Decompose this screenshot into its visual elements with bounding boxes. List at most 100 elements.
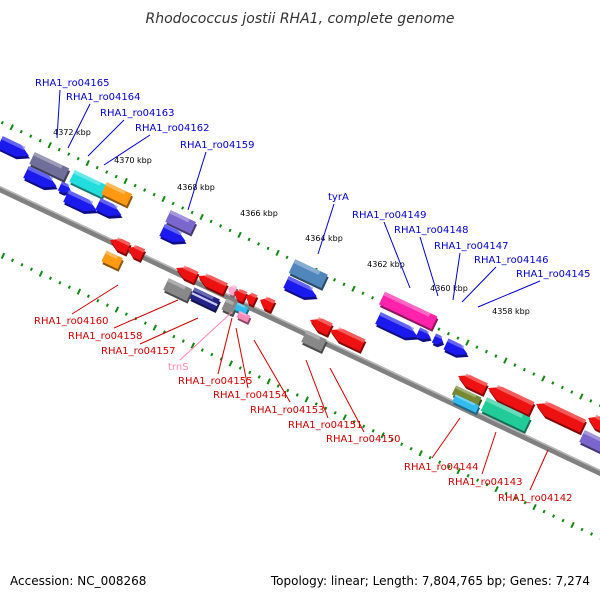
ruler-tick [390,437,394,442]
gene-arrow-body [0,136,29,157]
gene-label[interactable]: RHA1_ro04154 [213,390,288,401]
gene-arrow[interactable] [431,333,447,349]
gene-arrow[interactable] [484,382,536,418]
callout-line [235,327,249,389]
ruler-tick [494,486,499,493]
gene-label[interactable]: RHA1_ro04163 [100,108,175,119]
ruler-tick [143,188,147,192]
gene-label[interactable]: RHA1_ro04143 [448,477,523,488]
gene-label[interactable]: tyrA [328,192,349,203]
gene-arrow[interactable] [164,210,198,237]
gene-arrow[interactable] [480,397,532,434]
ruler-tick [295,393,299,397]
gene-arrow[interactable] [288,259,330,291]
gene-label[interactable]: RHA1_ro04162 [135,123,210,134]
gene-arrow[interactable] [415,327,435,345]
gene-label[interactable]: RHA1_ro04165 [35,78,110,89]
gene-arrow[interactable] [173,263,201,286]
ruler-tick [362,424,366,429]
gene-arrow[interactable] [257,295,277,315]
ruler-tick [124,312,128,316]
gene-label[interactable]: RHA1_ro04151 [288,420,363,431]
callout-line [329,367,365,433]
gene-arrow-highlight [238,288,248,295]
callout-line [529,449,549,491]
gene-label[interactable]: RHA1_ro04157 [101,346,176,357]
ruler-tick [494,354,498,358]
gene-arrow[interactable] [282,276,321,305]
gene-label[interactable]: RHA1_ro04147 [434,241,509,252]
gene-arrow[interactable] [532,398,588,436]
gene-arrow[interactable] [28,152,71,183]
gene-arrow[interactable] [158,224,190,250]
gene-arrow[interactable] [189,287,222,314]
ruler-tick [437,327,441,331]
ruler-tick [257,375,261,379]
gene-arrow[interactable] [68,170,109,200]
ruler-tick [210,352,214,357]
gene-label[interactable]: RHA1_ro04145 [516,269,591,280]
gene-arrow-body [579,430,600,454]
gene-label[interactable]: RHA1_ro04144 [404,462,479,473]
callout-line [481,431,497,475]
gene-arrow-highlight [544,400,586,424]
gene-arrow[interactable] [101,250,125,272]
gene-arrow[interactable] [374,312,422,345]
gene-arrow-body [415,327,431,340]
gene-arrow[interactable] [326,324,367,354]
gene-label[interactable]: RHA1_ro04148 [394,225,469,236]
ruler-tick [47,142,52,149]
gene-label[interactable]: RHA1_ro04146 [474,255,549,266]
gene-label[interactable]: RHA1_ro04142 [498,493,573,504]
gene-label[interactable]: RHA1_ro04160 [34,316,109,327]
gene-arrow[interactable] [443,338,472,363]
callout-line [461,266,497,303]
ruler-tick [133,183,137,188]
ruler-tick [351,285,356,292]
gene-arrow[interactable] [584,412,600,436]
gene-label[interactable]: RHA1_ro04153 [250,405,325,416]
ruler-tick [247,237,251,242]
gene-arrow[interactable] [0,136,34,164]
gene-arrow[interactable] [236,310,253,325]
gene-arrow[interactable] [94,198,126,224]
gene-arrow-body [451,385,482,407]
gene-arrow[interactable] [195,271,230,297]
gene-arrow-highlight [133,244,146,253]
gene-label[interactable]: RHA1_ro04159 [180,140,255,151]
gene-arrow[interactable] [306,314,334,338]
gene-arrow[interactable] [221,298,240,318]
gene-arrow-highlight [236,302,246,308]
gene-arrow[interactable] [231,287,249,305]
gene-arrow[interactable] [107,235,133,257]
ruler-tick [152,192,156,197]
gene-arrow-highlight [182,265,199,276]
ruler-tick [580,527,584,532]
gene-arrow[interactable] [451,394,481,416]
gene-label[interactable]: RHA1_ro04149 [352,210,427,221]
gene-arrow[interactable] [125,243,147,263]
ruler-tick [484,349,488,354]
gene-arrow[interactable] [22,166,61,195]
genome-summary-text: Topology: linear; Length: 7,804,765 bp; … [270,574,590,588]
callout-line [187,151,207,211]
gene-label[interactable]: RHA1_ro04164 [66,92,141,103]
gene-arrow[interactable] [300,330,328,354]
gene-arrow[interactable] [578,430,600,456]
ruler-tick [352,420,356,424]
gene-arrow[interactable] [378,291,439,332]
gene-arrow[interactable] [162,278,194,304]
gene-arrow-body [163,278,193,301]
gene-label[interactable]: RHA1_ro04158 [68,331,143,342]
gene-arrow[interactable] [243,291,259,308]
gene-label[interactable]: trnS [168,362,189,373]
kbp-label: 4358 kbp [492,307,530,316]
gene-arrow[interactable] [225,283,239,299]
gene-arrow[interactable] [455,371,490,397]
gene-arrow-body [587,416,600,433]
gene-arrow[interactable] [100,182,134,209]
gene-arrow[interactable] [62,190,101,219]
gene-arrow-highlight [169,210,190,223]
gene-label[interactable]: RHA1_ro04155 [178,376,253,387]
gene-label[interactable]: RHA1_ro04150 [326,434,401,445]
